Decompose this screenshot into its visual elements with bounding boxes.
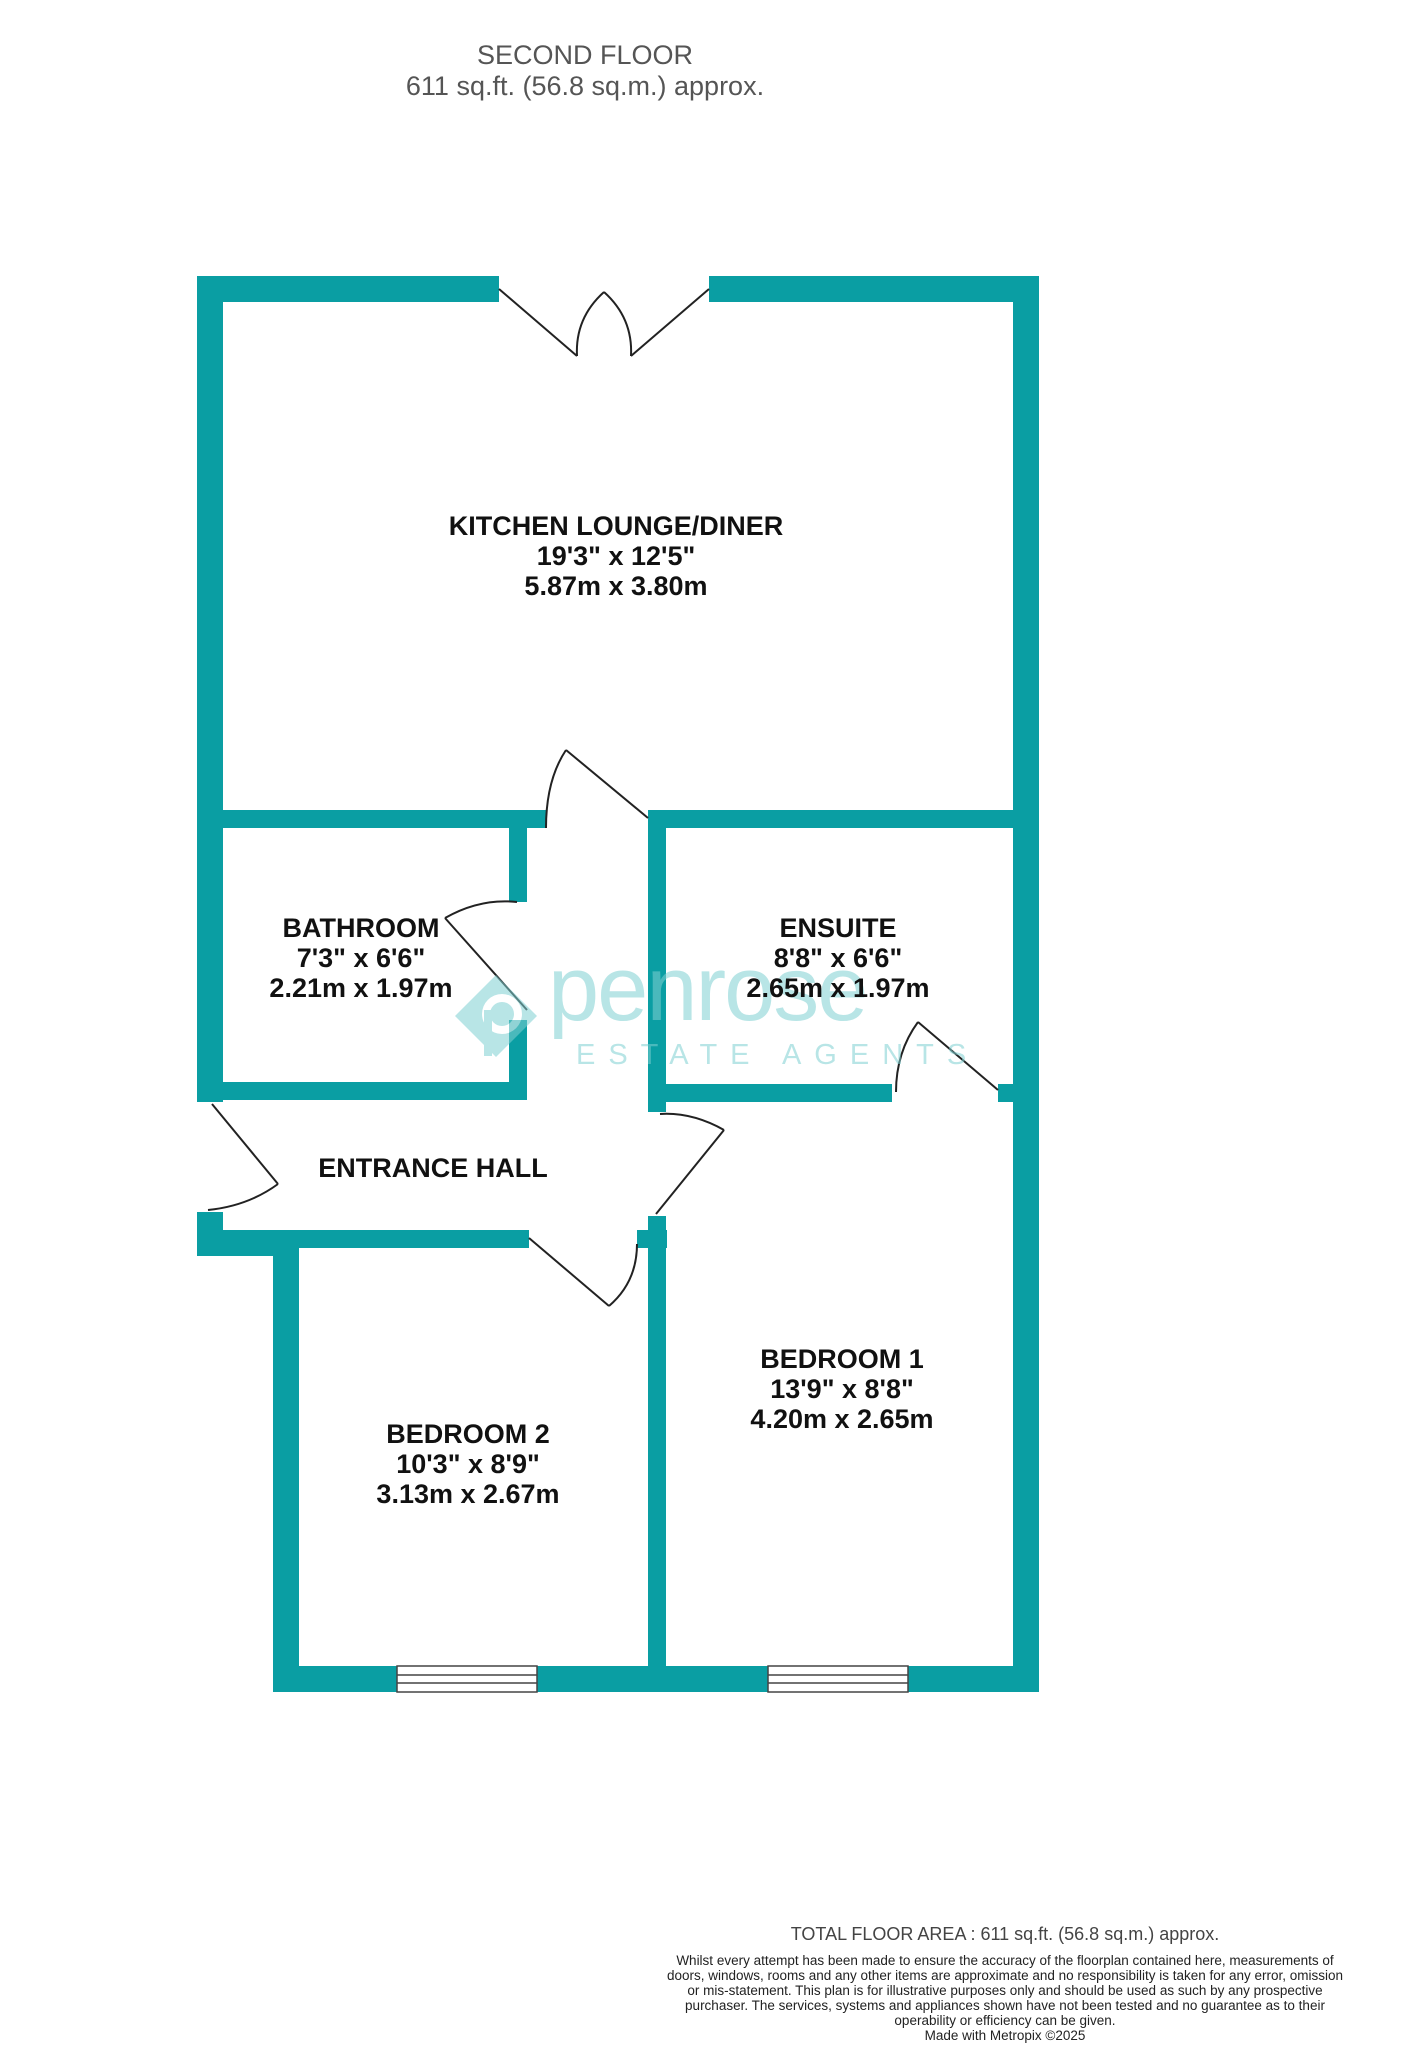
door-ensuite — [895, 1021, 999, 1093]
wall-bed2-top — [273, 1230, 529, 1248]
room-hall-name: ENTRANCE HALL — [318, 1153, 548, 1183]
wall-top-right — [709, 276, 1039, 302]
watermark-brand: penrose — [548, 938, 866, 1040]
room-ensuite-metric: 2.65m x 1.97m — [746, 973, 930, 1003]
wall-bottom-3 — [908, 1666, 1039, 1692]
room-bedroom1: BEDROOM 1 13'9" x 8'8" 4.20m x 2.65m — [750, 1344, 933, 1434]
room-bedroom2-name: BEDROOM 2 — [386, 1419, 550, 1449]
window-bedroom1 — [767, 1665, 909, 1693]
wall-bed-divider — [648, 1216, 666, 1692]
metropix-credit: Made with Metropix ©2025 — [924, 2028, 1086, 2043]
room-ensuite: ENSUITE 8'8" x 6'6" 2.65m x 1.97m — [746, 913, 929, 1003]
room-ensuite-name: ENSUITE — [779, 913, 897, 943]
walls — [197, 276, 1039, 1692]
room-kitchen-metric: 5.87m x 3.80m — [524, 571, 708, 601]
footer: TOTAL FLOOR AREA : 611 sq.ft. (56.8 sq.m… — [660, 1924, 1350, 2043]
watermark: penrose ESTATE AGENTS — [455, 938, 979, 1071]
door-entrance — [207, 1103, 279, 1211]
floor-area: 611 sq.ft. (56.8 sq.m.) approx. — [405, 71, 765, 101]
room-kitchen: KITCHEN LOUNGE/DINER 19'3" x 12'5" 5.87m… — [449, 511, 784, 601]
wall-bottom-1 — [273, 1666, 397, 1692]
wall-top-left — [197, 276, 499, 302]
room-bedroom1-metric: 4.20m x 2.65m — [750, 1404, 934, 1434]
wall-ensuite-stub — [998, 1084, 1039, 1102]
disclaimer: Whilst every attempt has been made to en… — [666, 1953, 1344, 2028]
room-bedroom1-name: BEDROOM 1 — [760, 1344, 924, 1374]
room-bathroom-imperial: 7'3" x 6'6" — [296, 943, 426, 973]
room-bathroom-metric: 2.21m x 1.97m — [269, 973, 453, 1003]
room-hall: ENTRANCE HALL — [318, 1153, 548, 1183]
wall-left-lower — [273, 1240, 299, 1692]
room-ensuite-imperial: 8'8" x 6'6" — [773, 943, 903, 973]
total-floor-area: TOTAL FLOOR AREA : 611 sq.ft. (56.8 sq.m… — [790, 1924, 1220, 1944]
wall-kitchen-bath — [197, 810, 546, 828]
door-bedroom1 — [655, 1112, 725, 1215]
wall-bath-bottom — [197, 1082, 527, 1100]
wall-bath-right-top — [509, 810, 527, 902]
wall-ensuite-bottom — [648, 1084, 892, 1102]
french-door-kitchen — [498, 288, 710, 357]
watermark-tagline: ESTATE AGENTS — [576, 1039, 979, 1071]
wall-ensuite-left — [648, 810, 666, 1112]
door-bedroom2 — [528, 1237, 638, 1307]
door-kitchen — [545, 749, 649, 829]
penrose-logo-icon — [455, 975, 537, 1057]
room-kitchen-imperial: 19'3" x 12'5" — [536, 541, 696, 571]
room-bedroom2: BEDROOM 2 10'3" x 8'9" 3.13m x 2.67m — [376, 1419, 559, 1509]
room-bathroom: BATHROOM 7'3" x 6'6" 2.21m x 1.97m — [269, 913, 452, 1003]
doors — [207, 288, 999, 1307]
room-bathroom-name: BATHROOM — [282, 913, 440, 943]
room-bedroom2-imperial: 10'3" x 8'9" — [396, 1449, 540, 1479]
window-bedroom2 — [396, 1665, 538, 1693]
room-bedroom1-imperial: 13'9" x 8'8" — [770, 1374, 914, 1404]
room-kitchen-name: KITCHEN LOUNGE/DINER — [448, 511, 784, 541]
wall-left-upper — [197, 276, 223, 1102]
windows — [396, 1665, 909, 1693]
floor-title: SECOND FLOOR — [476, 40, 694, 70]
room-bedroom2-metric: 3.13m x 2.67m — [376, 1479, 560, 1509]
wall-right — [1013, 276, 1039, 1692]
wall-kitchen-ensuite — [648, 810, 1039, 828]
floor-header: SECOND FLOOR 611 sq.ft. (56.8 sq.m.) app… — [320, 40, 850, 102]
